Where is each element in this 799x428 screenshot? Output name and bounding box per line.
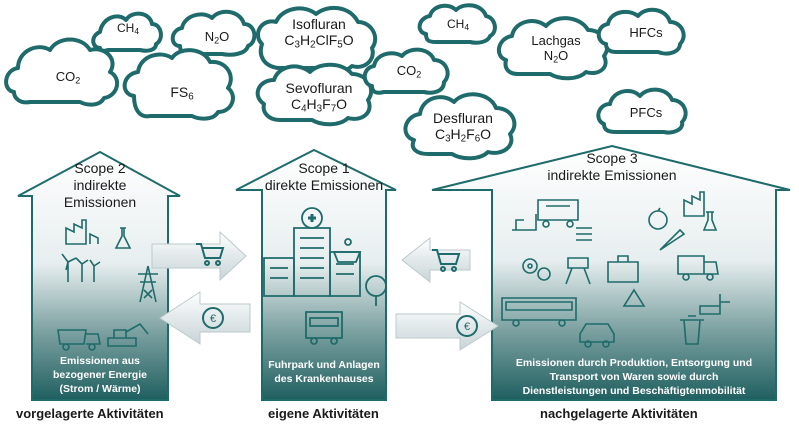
label-vorgelagerte-aktivitaeten: vorgelagerte Aktivitäten (16, 406, 164, 421)
scope3-title-line: Scope 3 (586, 150, 638, 166)
power-pylon-icon (138, 265, 158, 303)
scope3-subtitle: indirekte Emissionen (547, 167, 677, 183)
freight-train-icon (537, 199, 579, 228)
scope3-title: Scope 3 indirekte Emissionen (532, 150, 692, 184)
robot-arm-icon (565, 257, 591, 285)
carrot-icon (659, 228, 686, 251)
euro-coin-icon: € (202, 307, 224, 329)
scope1-house (235, 148, 397, 401)
cloud-label-ch4-left: CH4 (116, 21, 139, 37)
lab-flask-icon (114, 227, 132, 249)
scope2-desc-line: Emissionen aus (60, 355, 140, 367)
scope3-description: Emissionen durch Produktion, Entsorgung … (494, 356, 774, 398)
scope1-title: Scope 1 direkte Emissionen (264, 160, 384, 194)
cloud-hfcs (596, 7, 686, 56)
cloud-co2-left (4, 37, 120, 107)
forklift-icon (699, 294, 730, 315)
scope3-house (431, 144, 791, 401)
bus-icon (305, 311, 343, 345)
scope2-subtitle: indirekte Emissionen (63, 177, 137, 210)
gear-icon (522, 258, 551, 281)
scope2-description: Emissionen aus bezogener Energie (Strom … (34, 354, 166, 396)
svg-text:€: € (464, 321, 470, 333)
cloud-fs6 (122, 48, 235, 121)
scope1-desc-line: des Krankenhauses (274, 373, 374, 385)
tree-icon (365, 275, 387, 306)
label-eigene-aktivitaeten: eigene Aktivitäten (268, 406, 379, 421)
conveyor-icon (512, 214, 537, 231)
svg-text:€: € (210, 313, 216, 325)
arrow-to-scope1-from3-cart (401, 236, 471, 284)
scope3-desc-line: Dienstleistungen und Beschäftigtenmobili… (522, 385, 746, 397)
trash-bin-icon (680, 315, 704, 345)
scope2-desc-line: (Strom / Wärme) (59, 383, 141, 395)
lab-flask-icon (702, 211, 718, 231)
apple-icon (648, 207, 668, 230)
cloud-label-n2o-left: N2O (204, 29, 230, 46)
solar-panel-icon (332, 238, 362, 263)
hospital-icon (263, 207, 361, 297)
toolbox-icon (607, 255, 639, 283)
excavator-icon (107, 322, 149, 347)
cloud-label-hfcs: HFCs (629, 25, 663, 40)
scope3-desc-line: Emissionen durch Produktion, Entsorgung … (515, 357, 753, 369)
recycle-icon (622, 288, 646, 307)
coal-truck-icon (57, 329, 101, 351)
factory-icon (65, 219, 99, 245)
scope1-title-line: Scope 1 (298, 160, 350, 176)
cloud-co2-mid (362, 47, 450, 95)
cloud-pfcs (596, 87, 688, 135)
label-nachgelagerte-aktivitaeten: nachgelagerte Aktivitäten (540, 406, 698, 421)
scope1-desc-line: Fuhrpark und Anlagen (268, 359, 380, 371)
cloud-ch4-right (417, 3, 497, 45)
cloud-label-co2-mid: CO2 (396, 63, 422, 80)
shopping-cart-icon (196, 243, 225, 266)
cloud-label-pfcs: PFCs (629, 105, 663, 120)
euro-coin-icon: € (456, 315, 478, 337)
cloud-label-ch4-right: CH4 (446, 17, 469, 33)
arrow-to-scope2-euro (159, 291, 251, 345)
scope2-title-line: Scope 2 (74, 160, 126, 176)
cloud-desfluran (403, 92, 517, 161)
scope2-title: Scope 2 indirekte Emissionen (40, 160, 160, 211)
cloud-label-co2-left: CO2 (55, 69, 81, 86)
conveyor-icon (576, 227, 592, 241)
scope2-desc-line: bezogener Energie (53, 369, 147, 381)
scope3-desc-line: Transport von Waren sowie durch (549, 371, 719, 383)
wind-turbine-icon (61, 253, 101, 282)
scope1-description: Fuhrpark und Anlagen des Krankenhauses (264, 358, 384, 386)
garbage-truck-icon (677, 255, 719, 281)
car-icon (579, 323, 615, 348)
cloud-label-fs6: FS6 (170, 84, 194, 103)
shopping-cart-icon (432, 249, 461, 272)
cloud-ch4-left (91, 11, 163, 53)
arrow-to-scope3-euro (395, 301, 499, 351)
factory-icon (683, 191, 705, 217)
arrow-to-scope1-cart (151, 230, 247, 282)
bus-icon (501, 297, 577, 327)
scope1-subtitle: direkte Emissionen (264, 177, 384, 193)
